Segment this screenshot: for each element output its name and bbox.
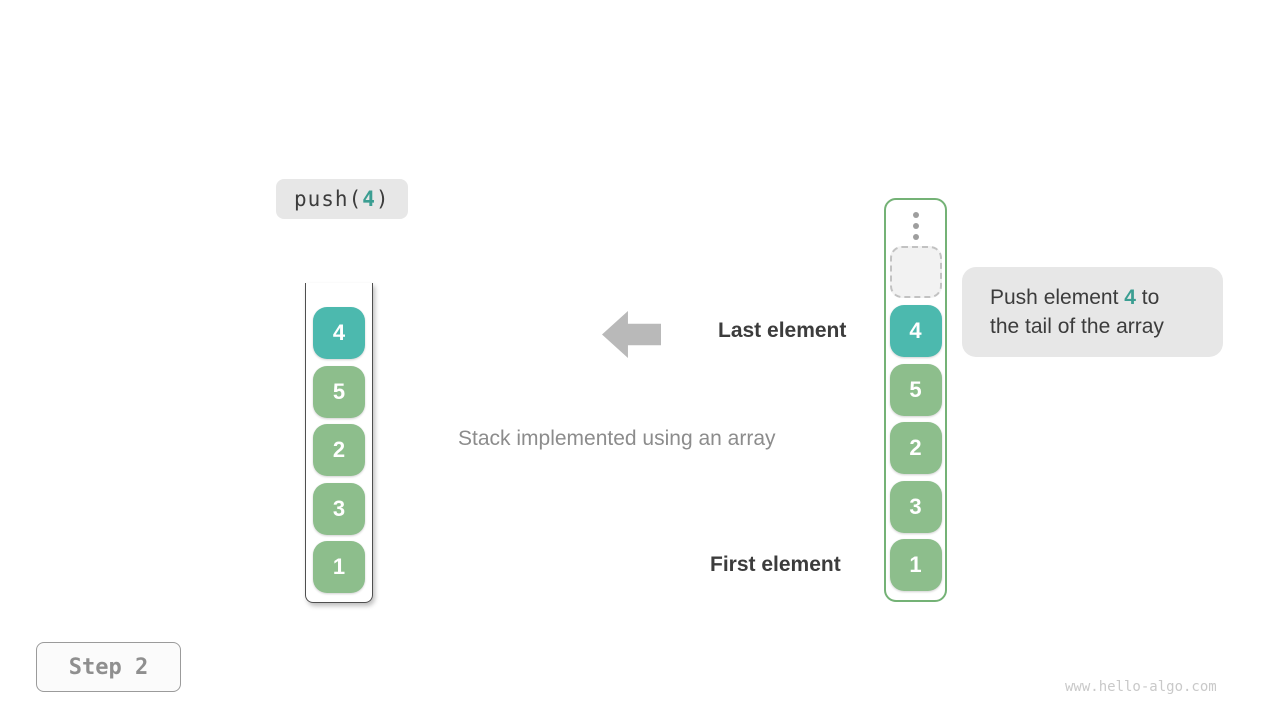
tooltip-text-line2: the tail of the array: [990, 315, 1164, 338]
array-cell: 3: [889, 480, 942, 533]
step-badge: Step 2: [36, 642, 181, 692]
push-description-bubble: Push element 4 to the tail of the array: [962, 267, 1223, 357]
stack-container: 4 5 2 3 1: [305, 283, 373, 603]
array-cell: 4: [889, 305, 942, 357]
array-cell: 5: [889, 363, 942, 416]
push-operation-suffix: ): [375, 187, 390, 211]
tooltip-text-pre: Push element: [990, 286, 1125, 309]
stack-cell: 2: [313, 424, 365, 476]
stack-cell: 5: [313, 365, 365, 418]
tooltip-text-post: to: [1135, 286, 1160, 309]
push-operation-arg: 4: [362, 187, 376, 211]
ellipsis-dots-icon: [912, 212, 919, 240]
array-cell: 1: [889, 539, 942, 591]
empty-array-slot: [889, 246, 942, 298]
site-watermark: www.hello-algo.com: [1065, 679, 1217, 695]
arrow-left-icon: [602, 311, 661, 358]
stack-cell: 4: [313, 307, 365, 359]
stack-cell: 1: [313, 541, 365, 593]
array-container: 4 5 2 3 1: [884, 198, 947, 602]
tooltip-highlight-value: 4: [1124, 286, 1136, 309]
array-cell: 2: [889, 422, 942, 474]
step-badge-label: Step 2: [68, 654, 149, 680]
last-element-label: Last element: [718, 319, 847, 342]
push-operation-prefix: push(: [294, 187, 363, 211]
push-operation-label: push(4): [276, 179, 408, 219]
stack-cell: 3: [313, 482, 365, 535]
diagram-caption: Stack implemented using an array: [458, 427, 776, 450]
first-element-label: First element: [710, 553, 841, 576]
